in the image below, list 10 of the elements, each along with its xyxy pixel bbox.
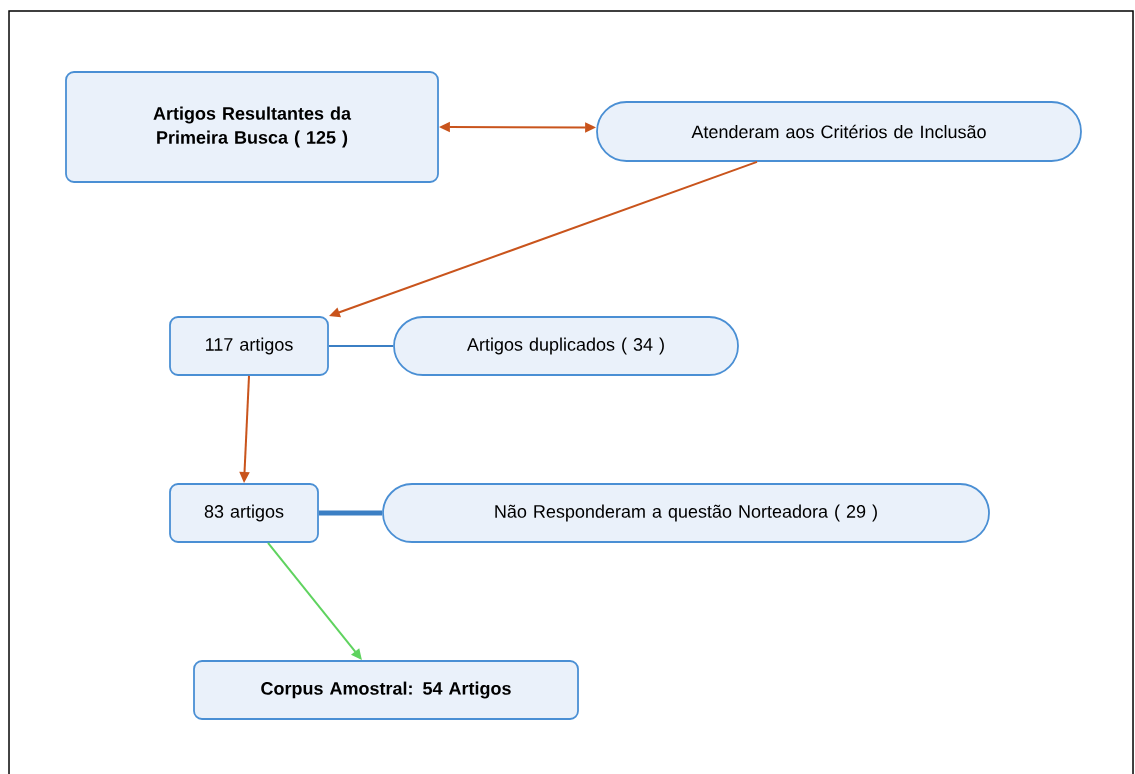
connector-line: [318, 510, 383, 516]
process-box: Artigos Resultantes da Primeira Busca ( 125 ): [65, 71, 439, 183]
rounded-pill: Atenderam aos Critérios de Inclusão: [596, 101, 1082, 162]
rounded-pill: Não Responderam a questão Norteadora ( 29 ): [382, 483, 990, 543]
process-box: Corpus Amostral: 54 Artigos: [193, 660, 579, 720]
connector-line: [327, 345, 395, 347]
arrow: [267, 541, 362, 660]
process-box: 117 artigos: [169, 316, 329, 376]
rounded-pill: Artigos duplicados ( 34 ): [393, 316, 739, 376]
process-box: 83 artigos: [169, 483, 319, 543]
